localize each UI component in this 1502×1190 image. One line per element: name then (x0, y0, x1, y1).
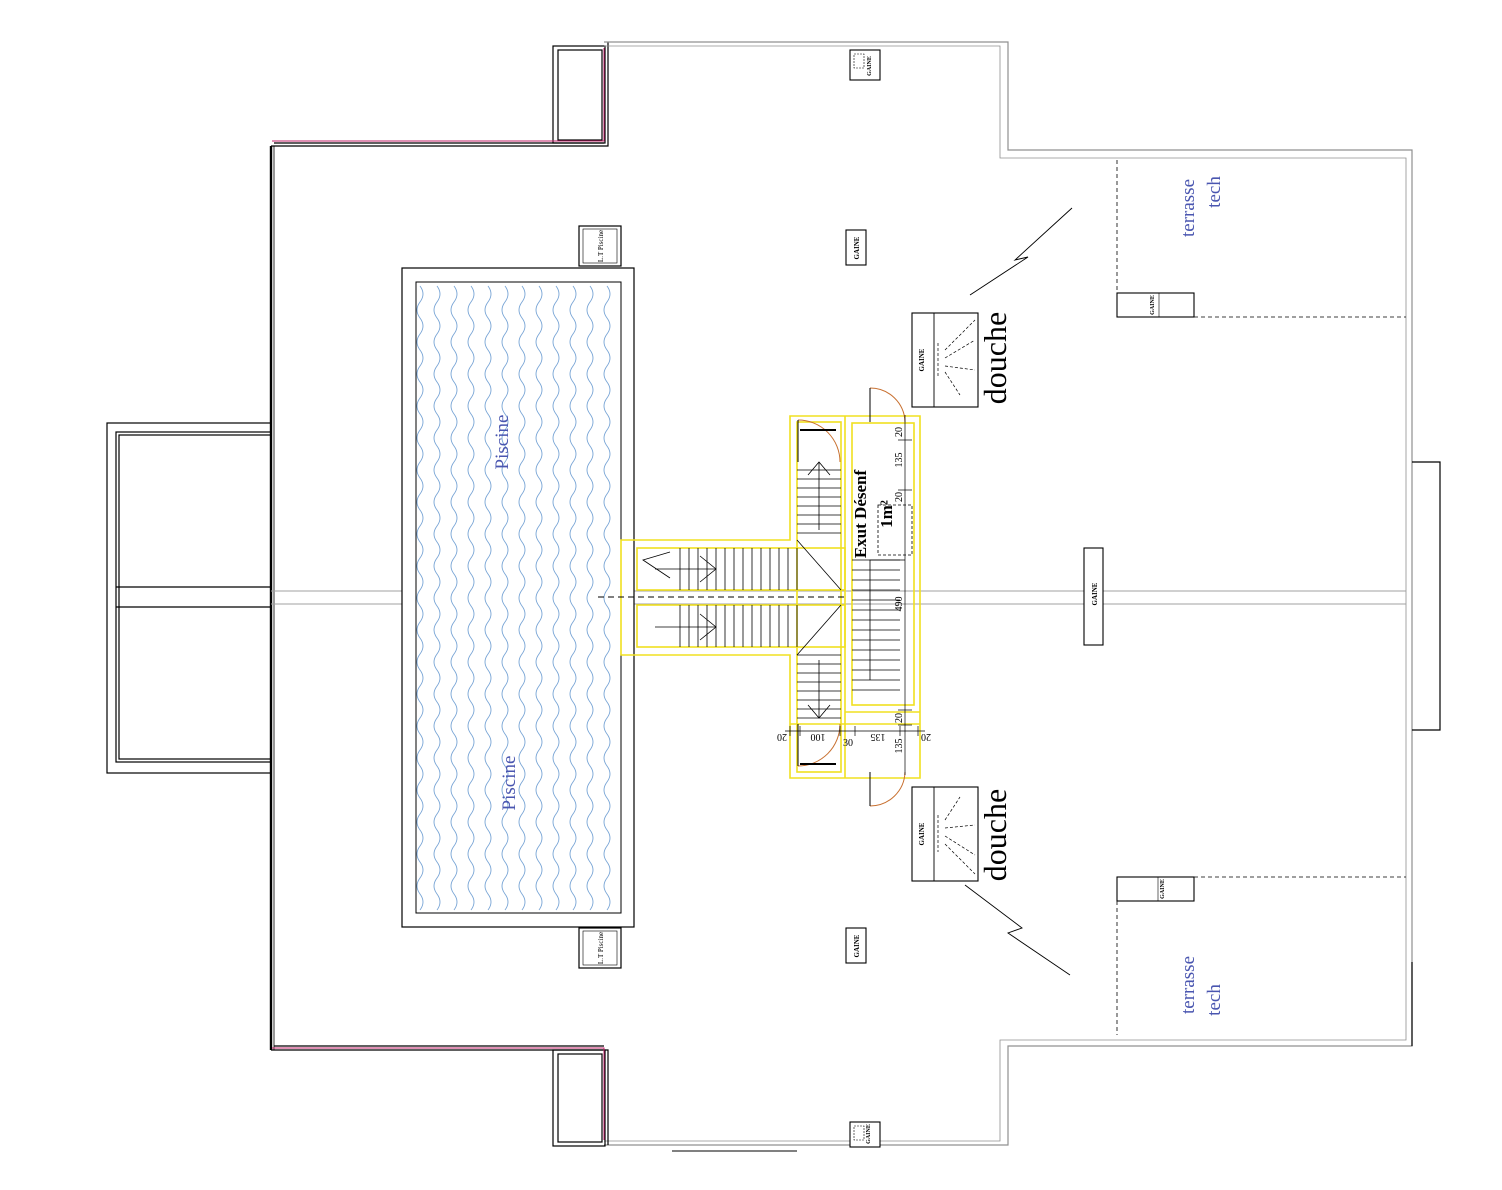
water-wave (501, 285, 509, 911)
smoke-vent: Exut Désenf 1m² (851, 470, 913, 559)
gaine-top-edge: GAINE (849, 49, 881, 81)
water-wave (569, 285, 577, 911)
water-wave (484, 285, 492, 911)
gaine-terrace-top: GAINE (1116, 292, 1195, 318)
dim-135-h: 135 (871, 731, 886, 742)
gaine-shower-bottom: GAINE (918, 822, 926, 845)
exut-desenf-label: Exut Désenf (851, 470, 870, 559)
piscine-label-top: Piscine (492, 415, 513, 470)
piscine-label-bottom: Piscine (499, 756, 520, 811)
dim-20-left: 20 (777, 731, 787, 742)
stair-tread (796, 604, 842, 656)
stair-tread (796, 539, 842, 591)
stair-core (620, 415, 921, 779)
gaine-label: GAINE (867, 56, 873, 76)
gaine-label: GAINE (853, 236, 861, 259)
break-lines (964, 207, 1073, 976)
shower-top: GAINE (911, 312, 979, 408)
gaine-bottom-center: GAINE (845, 927, 867, 964)
gaine-terrace-bottom: GAINE (1116, 876, 1195, 902)
douche-label-bottom: douche (977, 789, 1013, 881)
dim-135-lower: 135 (894, 739, 905, 754)
water-wave (450, 285, 458, 911)
gaine-label: GAINE (866, 1124, 872, 1144)
stair-arrows (642, 461, 905, 719)
west-annex (106, 422, 272, 774)
pool-technical-room-top: L.T Piscine (578, 225, 622, 267)
water-wave (586, 285, 594, 911)
pool (401, 267, 635, 928)
dim-135-right: 135 (894, 453, 905, 468)
gaine-label: GAINE (1160, 879, 1166, 899)
gaine-label: GAINE (1091, 582, 1099, 605)
gaine-shower-top: GAINE (918, 348, 926, 371)
exut-area-label: 1m² (877, 500, 896, 528)
water-wave (518, 285, 526, 911)
dim-20-mid: 20 (894, 492, 905, 502)
terrasse-top-label-2: tech (1204, 176, 1225, 208)
dim-20-lower: 20 (894, 713, 905, 723)
dim-30: 30 (843, 738, 853, 749)
gaine-bottom-edge: GAINE (849, 1121, 881, 1148)
water-wave (535, 285, 543, 911)
douche-label-top: douche (977, 312, 1013, 404)
dim-20-right: 20 (921, 731, 931, 742)
dim-100: 100 (811, 731, 826, 742)
terrace-boundaries (1116, 160, 1406, 1035)
water-wave (433, 285, 441, 911)
terrasse-top-label-1: terrasse (1178, 179, 1199, 237)
gaine-label: GAINE (853, 934, 861, 957)
local-piscine-bottom-label: L.T Piscine (597, 932, 605, 964)
dim-20-top: 20 (894, 427, 905, 437)
gaine-top-center: GAINE (845, 229, 867, 266)
water-wave (416, 285, 424, 911)
gaine-label: GAINE (1150, 295, 1156, 315)
dim-490: 490 (894, 597, 905, 612)
facade-trim (272, 48, 605, 1140)
local-piscine-top-label: L.T Piscine (597, 230, 605, 262)
water-wave (552, 285, 560, 911)
terrasse-bottom-label-2: tech (1204, 984, 1225, 1016)
water-wave (603, 285, 611, 911)
terrasse-bottom-label-1: terrasse (1178, 956, 1199, 1014)
water-wave (467, 285, 475, 911)
dimension-lines (785, 415, 925, 775)
dimension-texts: 20 135 20 490 20 135 20 100 30 135 20 (777, 427, 931, 754)
shower-bottom: GAINE (911, 786, 979, 882)
gaine-east: GAINE (1083, 547, 1104, 646)
pool-technical-room-bottom: L.T Piscine (578, 927, 622, 969)
